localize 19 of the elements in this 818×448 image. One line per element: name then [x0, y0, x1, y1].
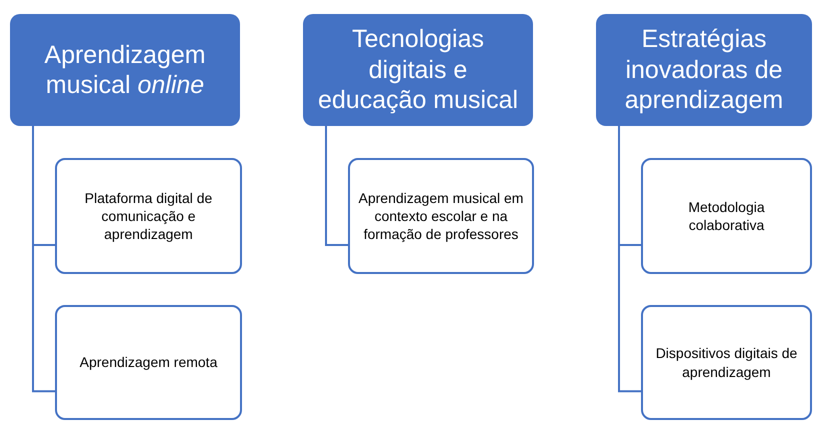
box-text: Aprendizagem musical online — [43, 40, 207, 100]
header-box — [596, 14, 812, 126]
header-box — [10, 14, 240, 126]
topic-box — [641, 158, 812, 274]
box-text: Estratégias inovadoras de aprendizagem — [624, 24, 784, 116]
box-text: Dispositivos digitais de aprendizagem — [654, 344, 798, 381]
connector-line — [618, 126, 641, 392]
topic-box — [641, 305, 812, 420]
connector-line — [32, 126, 55, 392]
box-text: Aprendizagem remota — [80, 353, 218, 372]
topic-box — [55, 158, 242, 274]
box-text: Aprendizagem musical em contexto escolar e na formação de professores — [358, 188, 524, 244]
topic-box — [348, 158, 534, 274]
box-text: Metodologia colaborativa — [687, 198, 766, 234]
box-text: Plataforma digital de comunicação e aprendizagem — [84, 188, 214, 244]
header-box — [303, 14, 533, 126]
box-text: Tecnologias digitais e educação musical — [316, 24, 520, 116]
connector-line — [325, 126, 348, 246]
topic-box — [55, 305, 242, 420]
